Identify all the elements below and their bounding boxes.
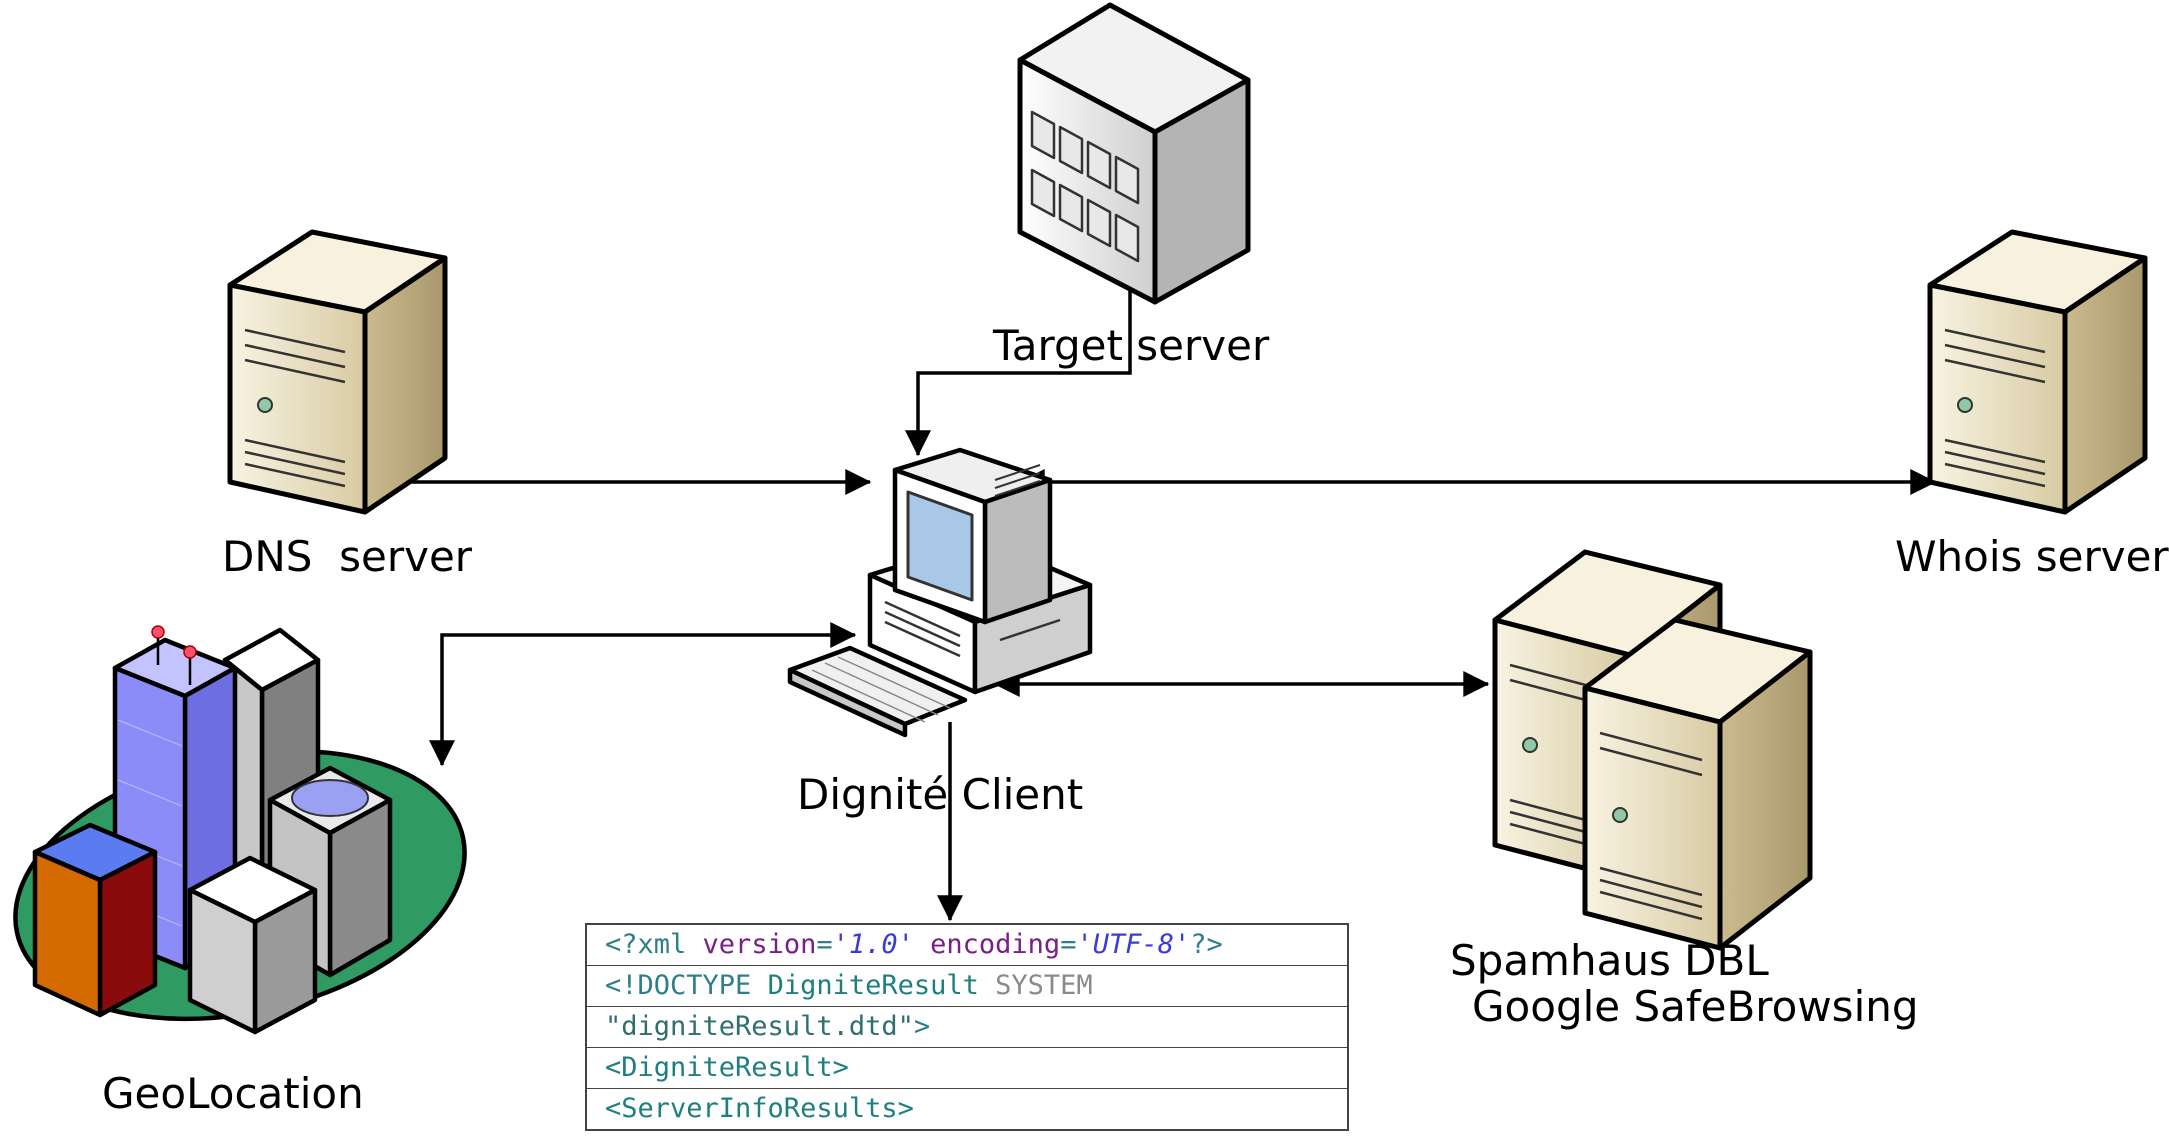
xml-line-dtd: "digniteResult.dtd"> [587,1006,1347,1047]
xml-token: <?xml [605,929,703,960]
xml-token: 'UTF-8' [1076,929,1191,960]
xml-token: SYSTEM [978,970,1093,1001]
xml-line-declaration: <?xml version='1.0' encoding='UTF-8'?> [587,925,1347,965]
dns-server-icon [227,229,448,515]
google-safebrowsing-label: Google SafeBrowsing [1472,982,1919,1031]
dignite-client-icon [787,447,1093,738]
target-client-connector [905,255,1143,457]
xml-line-root-tag: <DigniteResult> [587,1047,1347,1088]
spamhaus-label: Spamhaus DBL [1450,936,1769,985]
xml-token: encoding [913,929,1061,960]
geolocation-label: GeoLocation [102,1069,364,1118]
xml-token: <DigniteResult> [605,1052,849,1083]
xml-token: > [913,1011,931,1042]
target-server-icon [1017,2,1251,305]
xml-result-snippet: <?xml version='1.0' encoding='UTF-8'?> <… [585,923,1349,1131]
xml-line-doctype: <!DOCTYPE DigniteResult SYSTEM [587,965,1347,1006]
xml-token: <!DOCTYPE [605,970,768,1001]
xml-token: ?> [1190,929,1223,960]
xml-token: version [702,929,817,960]
google-server-icon [1582,617,1813,951]
xml-token: '1.0' [832,929,914,960]
xml-token: DigniteResult [767,970,979,1001]
geolocation-icon [13,625,467,1035]
xml-token: = [1060,929,1077,960]
dignite-client-label: Dignité Client [797,770,1084,819]
geo-client-connector [429,622,857,767]
xml-line-serverinfo-tag: <ServerInfoResults> [587,1088,1347,1129]
connectors [368,255,1937,922]
xml-token: "digniteResult.dtd" [605,1011,914,1042]
xml-token: <ServerInfoResults> [605,1093,914,1124]
whois-server-label: Whois server [1895,532,2169,581]
target-server-label: Target server [993,321,1270,370]
xml-token: = [816,929,833,960]
dns-server-label: DNS server [222,532,473,581]
whois-server-icon [1927,229,2148,515]
